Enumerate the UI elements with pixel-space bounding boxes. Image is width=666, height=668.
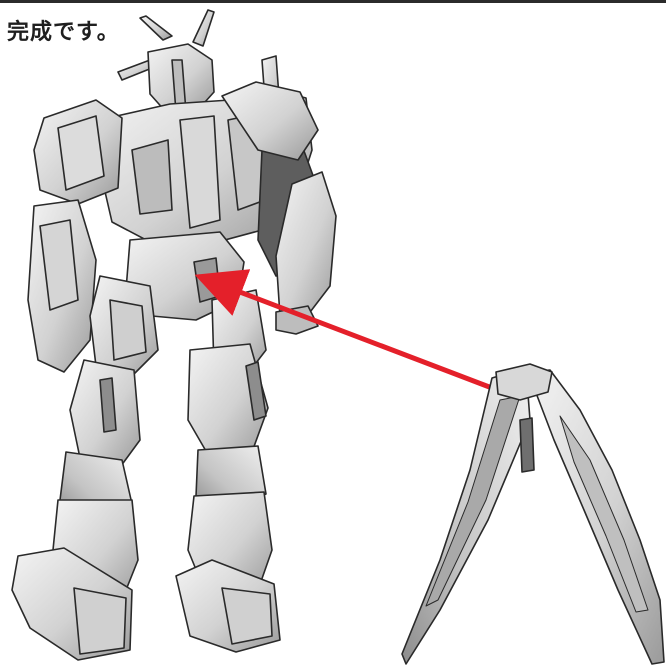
robot-figure <box>11 9 337 661</box>
attach-arrow <box>194 269 495 391</box>
binder-joint <box>495 363 553 401</box>
arm-left-plate <box>39 219 79 311</box>
step-caption: 完成です。 <box>7 20 120 45</box>
foot-left-heel <box>73 587 127 655</box>
binder-blade-right-edge <box>559 415 649 613</box>
binder-blade-left-edge <box>425 395 521 607</box>
head-antenna-left <box>139 15 173 41</box>
binder-blade-right <box>527 369 665 665</box>
hand-right <box>275 305 319 335</box>
shoulder-right <box>221 81 319 161</box>
binder-peg <box>519 417 535 473</box>
head-fin-left <box>117 59 153 81</box>
wing-binder-part <box>401 363 665 665</box>
torso-center-panel <box>179 115 221 229</box>
thigh-cylinder-left <box>99 377 117 433</box>
arm-right <box>275 171 337 321</box>
head-antenna-right <box>192 9 215 47</box>
top-rule <box>0 0 666 3</box>
foot-right-heel <box>221 587 273 645</box>
hip-left-plate <box>109 299 147 361</box>
shoulder-left-plate <box>57 115 105 191</box>
torso-left-panel <box>131 139 173 215</box>
thigh-cylinder-right <box>245 361 267 421</box>
